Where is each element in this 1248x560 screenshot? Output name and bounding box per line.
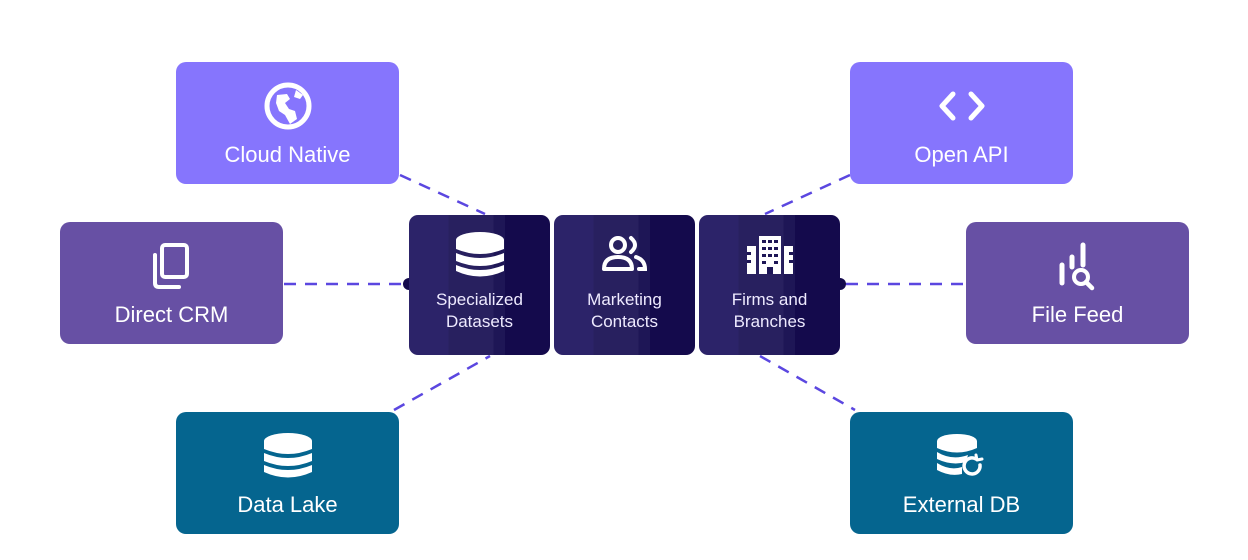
connector-cloud-native <box>399 173 486 216</box>
hub-label-line: Firms and <box>731 290 808 309</box>
database-icon <box>452 231 508 279</box>
source-label: Open API <box>914 142 1009 167</box>
source-open-api[interactable]: Open API <box>850 62 1073 184</box>
copy-icon <box>144 238 200 294</box>
hub-card-label: Specialized Datasets <box>436 289 523 333</box>
source-cloud-native[interactable]: Cloud Native <box>176 62 399 184</box>
connector-open-api <box>764 173 851 216</box>
connector-data-lake <box>393 354 491 412</box>
hub-label-line: Contacts <box>590 312 659 331</box>
globe-icon <box>260 78 316 134</box>
building-icon <box>742 231 798 279</box>
source-label: External DB <box>902 492 1021 517</box>
chart-search-icon <box>1050 238 1106 294</box>
hub-card-label: Firms and Branches <box>732 289 808 333</box>
hub-card-label: Marketing Contacts <box>587 289 662 333</box>
hub-label-line: Branches <box>733 312 806 331</box>
source-label: Cloud Native <box>224 142 351 167</box>
users-icon <box>597 231 653 279</box>
connector-dot-left <box>403 278 409 290</box>
database-icon <box>260 428 316 484</box>
source-label: File Feed <box>1031 302 1124 327</box>
hub-card-specialized-datasets[interactable]: Specialized Datasets <box>409 215 550 355</box>
source-file-feed[interactable]: File Feed <box>966 222 1189 344</box>
source-external-db[interactable]: External DB <box>850 412 1073 534</box>
hub-label-line: Datasets <box>445 312 514 331</box>
source-direct-crm[interactable]: Direct CRM <box>60 222 283 344</box>
database-sync-icon <box>934 428 990 484</box>
source-label: Data Lake <box>237 492 338 517</box>
hub-label-line: Specialized <box>436 290 523 309</box>
source-data-lake[interactable]: Data Lake <box>176 412 399 534</box>
hub-card-marketing-contacts[interactable]: Marketing Contacts <box>554 215 695 355</box>
connector-external-db <box>759 354 856 412</box>
connector-dot-right <box>840 278 846 290</box>
hub-card-firms-and-branches[interactable]: Firms and Branches <box>699 215 840 355</box>
source-label: Direct CRM <box>114 302 229 327</box>
hub-label-line: Marketing <box>587 290 662 309</box>
code-icon <box>934 78 990 134</box>
